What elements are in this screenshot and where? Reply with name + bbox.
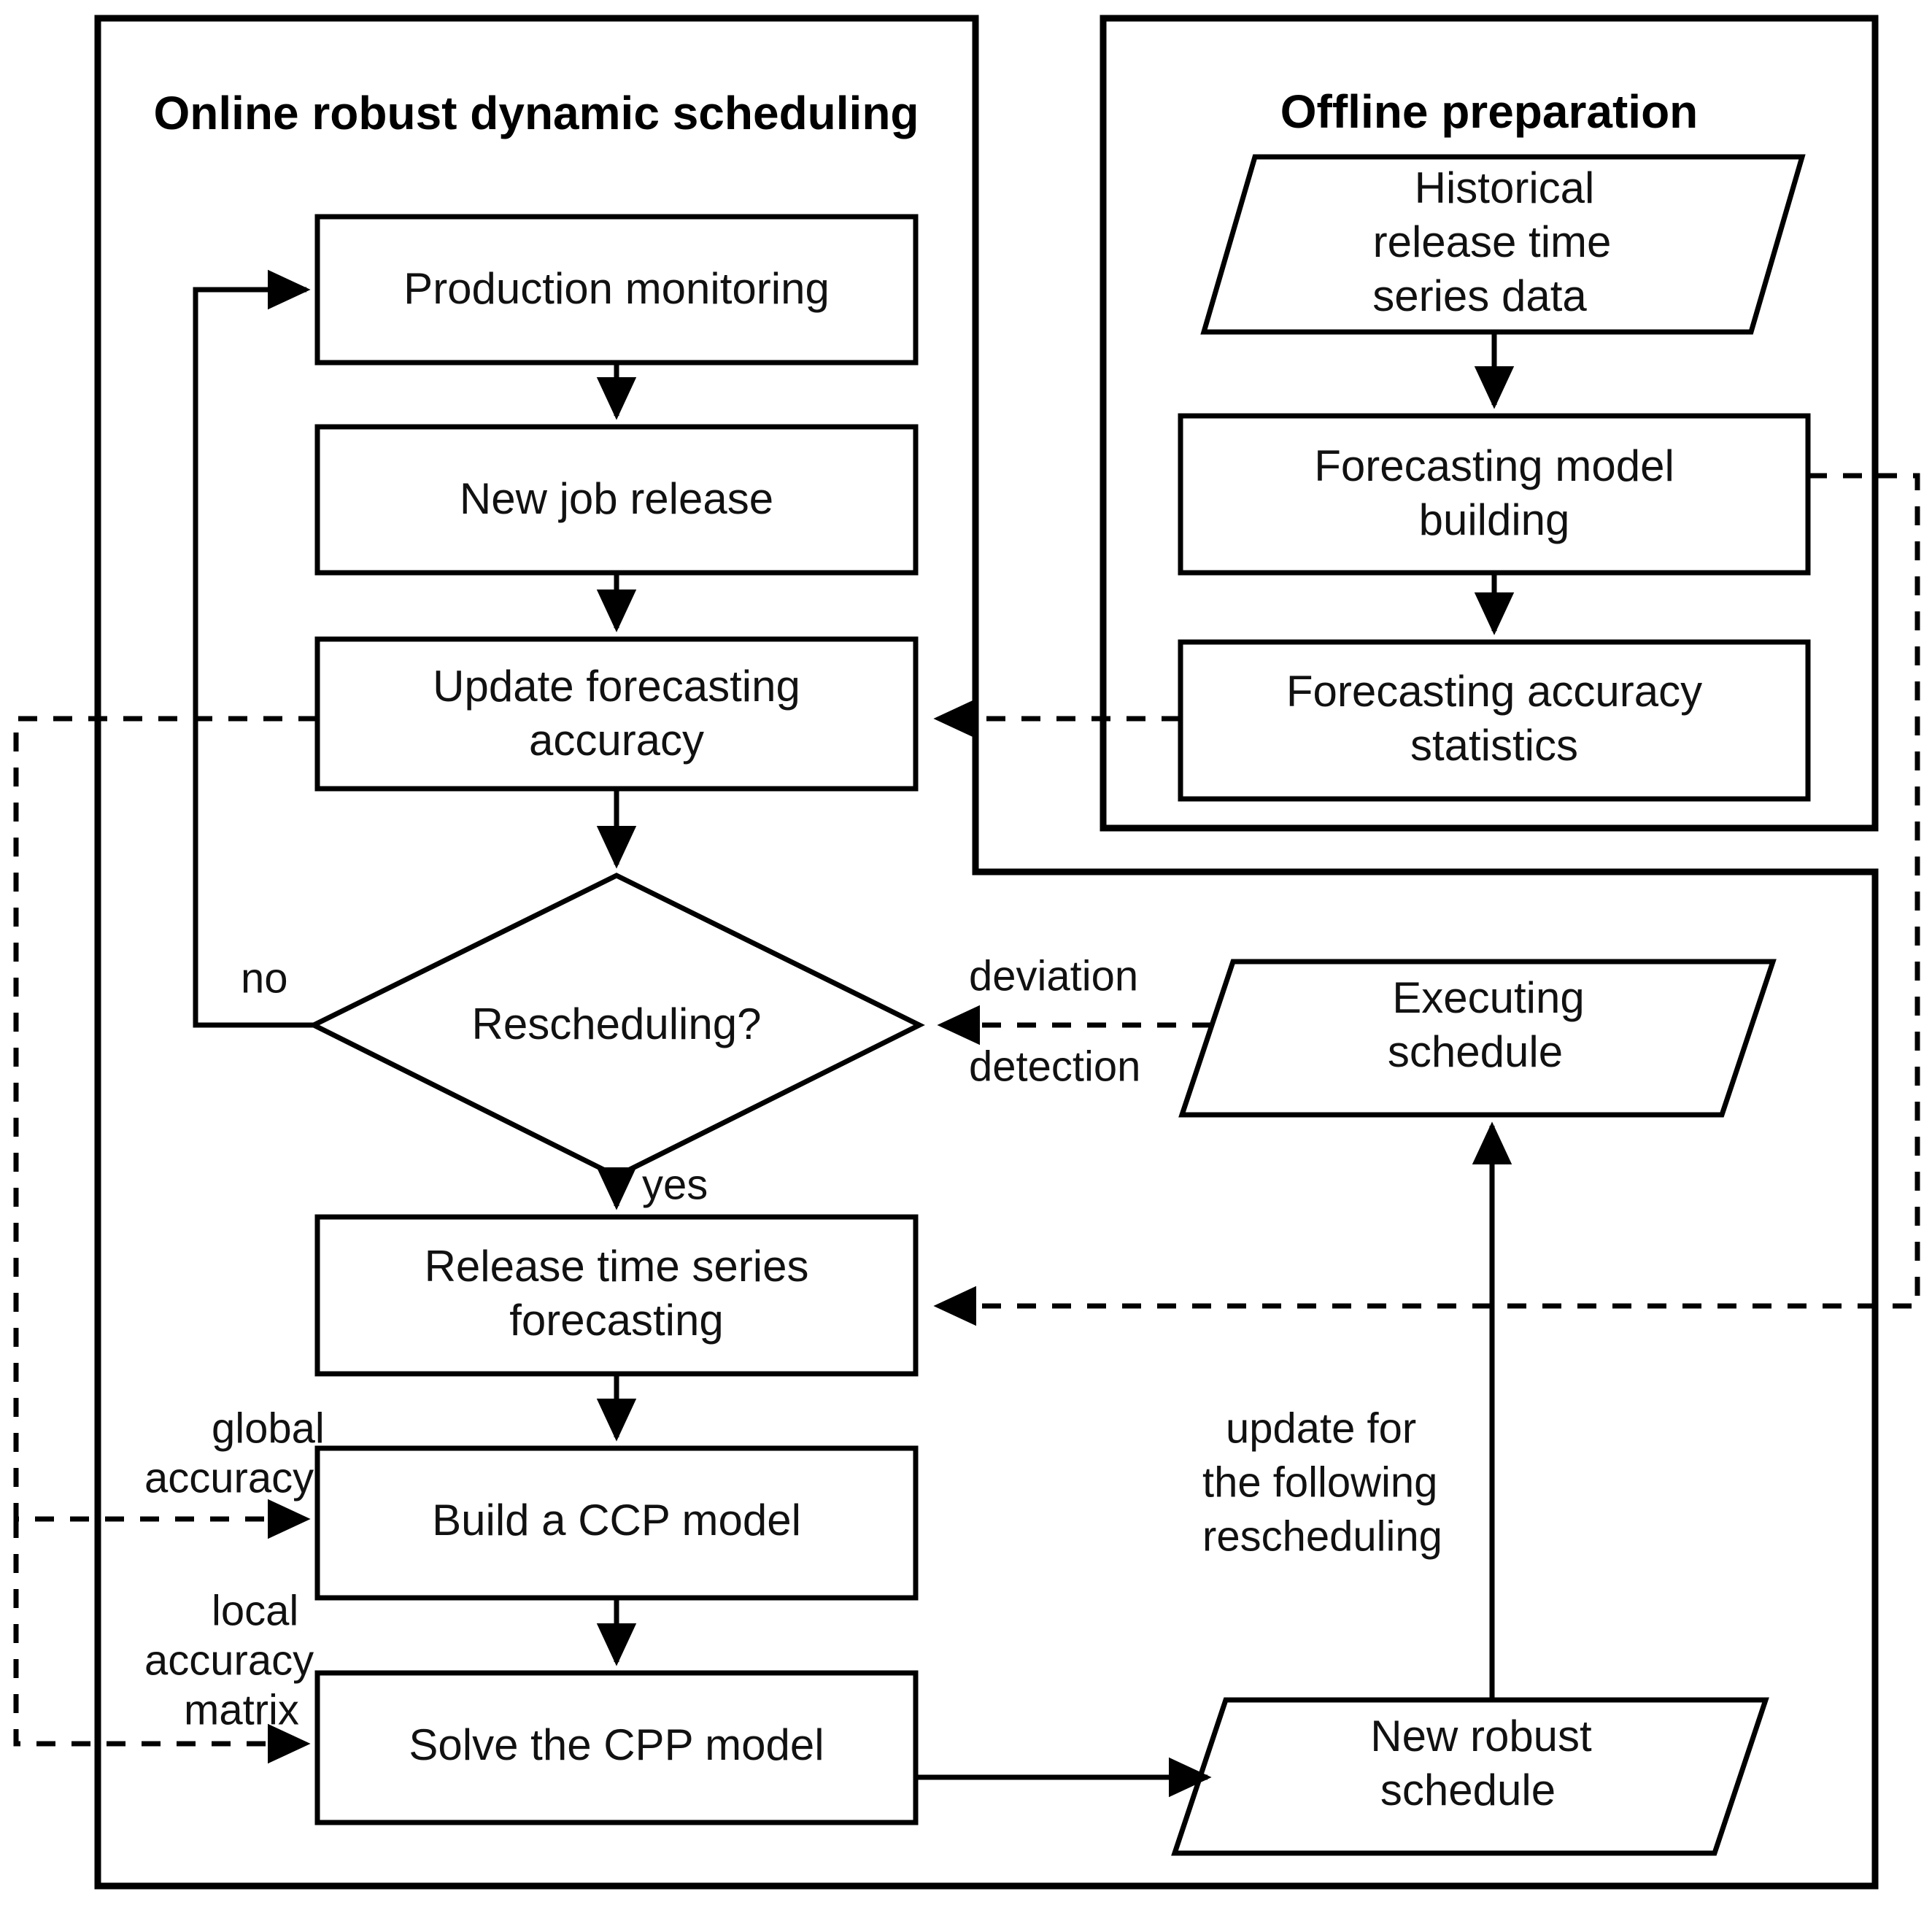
node-release-forecasting-shape bbox=[314, 1214, 919, 1377]
panel-online-outline bbox=[94, 15, 1879, 1890]
node-solve-cpp-label: Solve the CPP model bbox=[409, 1720, 824, 1769]
edge-label-deviation-line2: detection bbox=[969, 1043, 1140, 1090]
edge-label-global-accuracy-line1: global bbox=[212, 1404, 325, 1452]
edge-label-local-accuracy-line1: local bbox=[212, 1587, 298, 1634]
node-executing-schedule-line2: schedule bbox=[1388, 1027, 1563, 1076]
node-executing-schedule-line1: Executing bbox=[1392, 973, 1585, 1022]
edge-label-yes: yes bbox=[642, 1161, 708, 1208]
edge-label-update-following-line1: update for bbox=[1226, 1404, 1416, 1452]
edge-global-accuracy bbox=[13, 716, 317, 1539]
edge-label-update-following-line3: rescheduling bbox=[1202, 1512, 1442, 1560]
node-update-forecasting-line1: Update forecasting bbox=[433, 662, 800, 711]
node-historical-data-shape bbox=[1200, 154, 1806, 335]
panel-title-online: Online robust dynamic scheduling bbox=[153, 87, 919, 139]
node-historical-data-line1: Historical bbox=[1415, 163, 1595, 212]
edge-local-accuracy-matrix bbox=[13, 1519, 311, 1764]
node-production-monitoring-label: Production monitoring bbox=[403, 264, 830, 313]
node-new-robust-schedule-line2: schedule bbox=[1380, 1766, 1556, 1814]
node-build-ccp-shape bbox=[314, 1445, 919, 1601]
node-forecasting-accuracy-line2: statistics bbox=[1410, 721, 1578, 770]
node-new-job-release-label: New job release bbox=[460, 474, 773, 523]
node-release-forecasting-line1: Release time series bbox=[425, 1242, 809, 1291]
edge-model-to-release-forecasting bbox=[933, 473, 1920, 1326]
edge-label-global-accuracy-line2: accuracy bbox=[144, 1454, 314, 1501]
node-new-job-release-shape bbox=[314, 424, 919, 576]
node-solve-cpp-shape bbox=[314, 1670, 919, 1825]
node-new-robust-schedule-line1: New robust bbox=[1370, 1712, 1592, 1760]
node-release-forecasting-line2: forecasting bbox=[509, 1296, 724, 1345]
node-forecasting-accuracy-line1: Forecasting accuracy bbox=[1286, 667, 1702, 716]
node-historical-data-line2: release time bbox=[1373, 217, 1612, 266]
node-executing-schedule-shape bbox=[1178, 959, 1777, 1118]
edge-label-update-following-line2: the following bbox=[1202, 1458, 1437, 1506]
edge-decision-no-loop bbox=[193, 269, 314, 1028]
node-new-robust-schedule-shape bbox=[1171, 1697, 1769, 1856]
edge-label-local-accuracy-line3: matrix bbox=[184, 1686, 299, 1733]
node-forecasting-model-line1: Forecasting model bbox=[1314, 441, 1674, 490]
node-forecasting-model-shape bbox=[1178, 413, 1811, 576]
node-rescheduling-decision-label: Rescheduling? bbox=[472, 1000, 762, 1048]
node-forecasting-model-line2: building bbox=[1419, 495, 1570, 544]
node-build-ccp-label: Build a CCP model bbox=[432, 1496, 801, 1545]
panel-offline-outline bbox=[1100, 15, 1879, 832]
node-update-forecasting-line2: accuracy bbox=[529, 716, 704, 765]
edge-label-deviation-line1: deviation bbox=[969, 952, 1138, 1000]
panel-title-offline: Offline preparation bbox=[1280, 85, 1699, 138]
node-historical-data-line3: series data bbox=[1372, 271, 1587, 320]
node-update-forecasting-shape bbox=[314, 636, 919, 792]
node-forecasting-accuracy-shape bbox=[1178, 639, 1811, 802]
edge-label-local-accuracy-line2: accuracy bbox=[144, 1636, 314, 1684]
edge-label-no: no bbox=[241, 954, 288, 1002]
